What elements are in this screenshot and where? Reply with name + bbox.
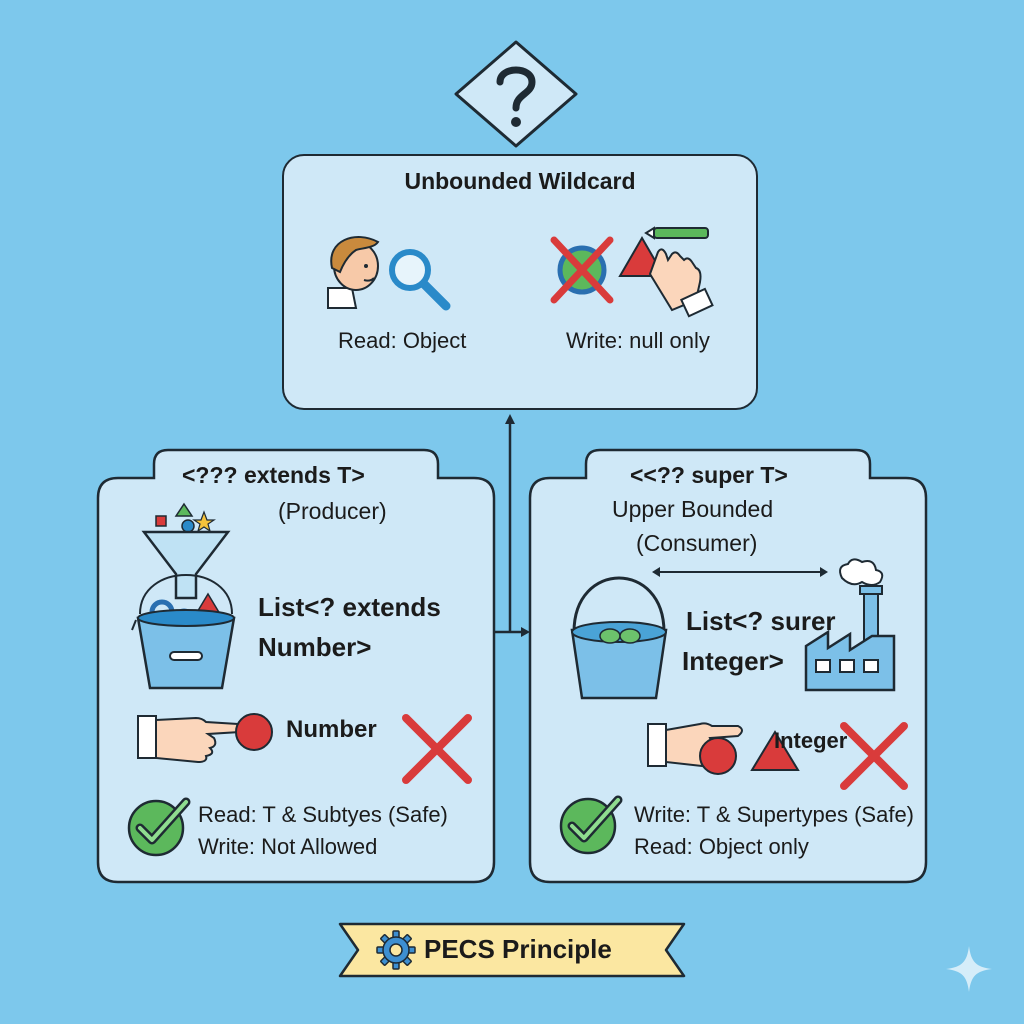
hand-pointing-icon (136, 708, 276, 768)
left-tab-title: <??? extends T> (182, 462, 365, 488)
right-list-type-line2: Integer> (682, 646, 784, 676)
question-diamond-icon (452, 38, 580, 150)
right-list-type-line1: List<? surer (686, 606, 836, 636)
blocked-write-icon (546, 224, 716, 324)
factory-icon (802, 556, 898, 692)
top-read-text: Read: Object (338, 328, 467, 353)
left-check-icon (124, 796, 191, 858)
left-write-rule: Write: Not Allowed (198, 834, 378, 859)
top-write-text: Write: null only (566, 328, 710, 353)
top-title: Unbounded Wildcard (404, 168, 636, 194)
left-list-type-line1: List<? extends (258, 592, 441, 622)
funnel-bucket-icon (130, 502, 242, 694)
triangle-icon (750, 730, 800, 772)
right-subtitle-1: Upper Bounded (612, 496, 774, 522)
left-list-type-line2: Number> (258, 632, 372, 662)
right-write-rule: Write: T & Supertypes (Safe) (634, 802, 915, 827)
right-check-icon (556, 792, 623, 856)
left-subtitle: (Producer) (278, 498, 387, 524)
magnifier-icon (384, 246, 454, 312)
right-subtitle-2: (Consumer) (636, 530, 758, 556)
left-not-allowed-icon (400, 712, 474, 786)
left-item-label: Number (286, 716, 377, 743)
right-double-arrow (652, 567, 828, 577)
right-not-allowed-icon (838, 720, 910, 792)
right-tab-title: <<?? super T> (630, 462, 788, 488)
pecs-banner-label: PECS Principle (424, 934, 612, 964)
sparkle-icon (944, 944, 994, 994)
left-read-rule: Read: T & Subtyes (Safe) (198, 802, 448, 827)
gear-icon (376, 930, 416, 970)
person-icon (316, 228, 388, 312)
hand-with-ball-icon (646, 714, 756, 778)
pecs-banner (338, 922, 686, 978)
bucket-icon (566, 564, 672, 704)
right-card (528, 448, 928, 884)
right-item-label: Integer (774, 728, 848, 753)
right-read-rule: Read: Object only (634, 834, 809, 859)
